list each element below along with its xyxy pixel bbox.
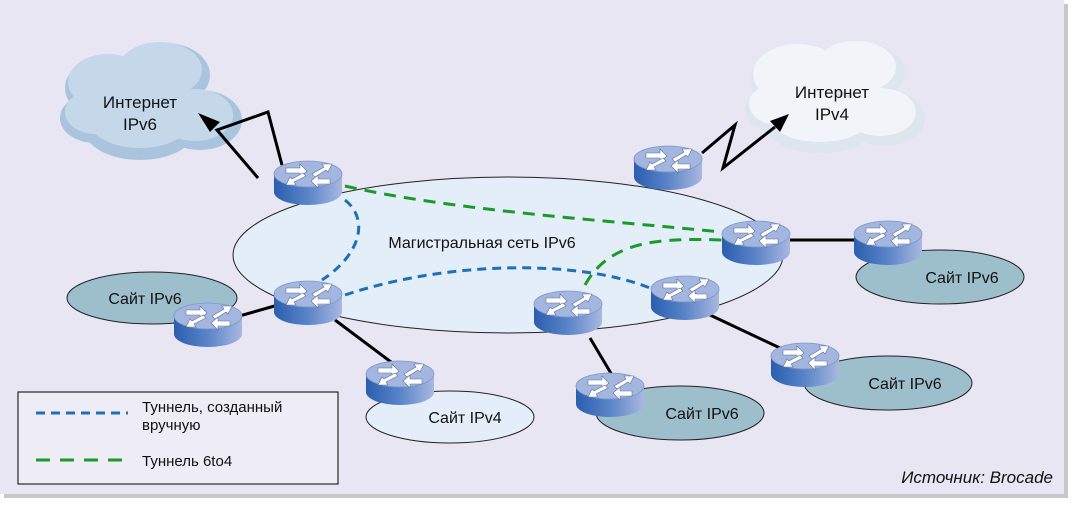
cloud-ipv6-label-line2: IPv6	[123, 115, 157, 134]
manual-tunnels	[321, 198, 651, 297]
legend-box	[17, 391, 339, 485]
wan-link-ipv6	[214, 110, 284, 179]
cloud-internet-ipv4: Интернет IPv4	[745, 41, 925, 153]
router-backbone-mid	[533, 290, 603, 336]
router-site-right-top	[853, 220, 923, 266]
cloud-ipv6-label-line1: Интернет	[103, 93, 177, 112]
site-ipv6-left-label: Сайт IPv6	[108, 291, 181, 308]
cloud-ipv4-label-line1: Интернет	[795, 83, 869, 102]
cloud-ipv4-label-line2: IPv4	[815, 105, 849, 124]
legend-manual-tunnel-label-line1: Туннель, созданный	[142, 399, 282, 416]
backbone-label: Магистральная сеть IPv6	[388, 235, 575, 252]
router-border-ipv4	[633, 145, 703, 191]
6to4-tunnels	[344, 184, 723, 286]
site-ipv4-label: Сайт IPv4	[428, 410, 501, 427]
site-ipv6-right-bottom-label: Сайт IPv6	[868, 376, 941, 393]
router-border-ipv6	[273, 160, 343, 206]
cloud-internet-ipv6: Интернет IPv6	[60, 42, 242, 160]
site-ipv6-right-top-label: Сайт IPv6	[925, 270, 998, 287]
router-site-left	[173, 302, 243, 348]
source-credit: Источник: Brocade	[901, 468, 1053, 487]
router-site-mid	[575, 372, 645, 418]
legend-manual-tunnel-label-line2: вручную	[142, 417, 201, 434]
legend-6to4-label: Туннель 6to4	[142, 453, 232, 470]
router-site-ipv4	[365, 360, 435, 406]
arrow-head-ipv4	[770, 114, 789, 132]
site-ipv6-mid-label: Сайт IPv6	[665, 406, 738, 423]
router-backbone-mid-right	[650, 275, 720, 321]
legend: Туннель, созданный вручную Туннель 6to4	[17, 391, 339, 485]
router-site-right-bottom	[770, 342, 840, 388]
router-backbone-right	[721, 220, 791, 266]
router-backbone-left	[273, 280, 343, 326]
wan-link-ipv4	[701, 120, 776, 173]
arrow-head-ipv6	[198, 113, 220, 132]
